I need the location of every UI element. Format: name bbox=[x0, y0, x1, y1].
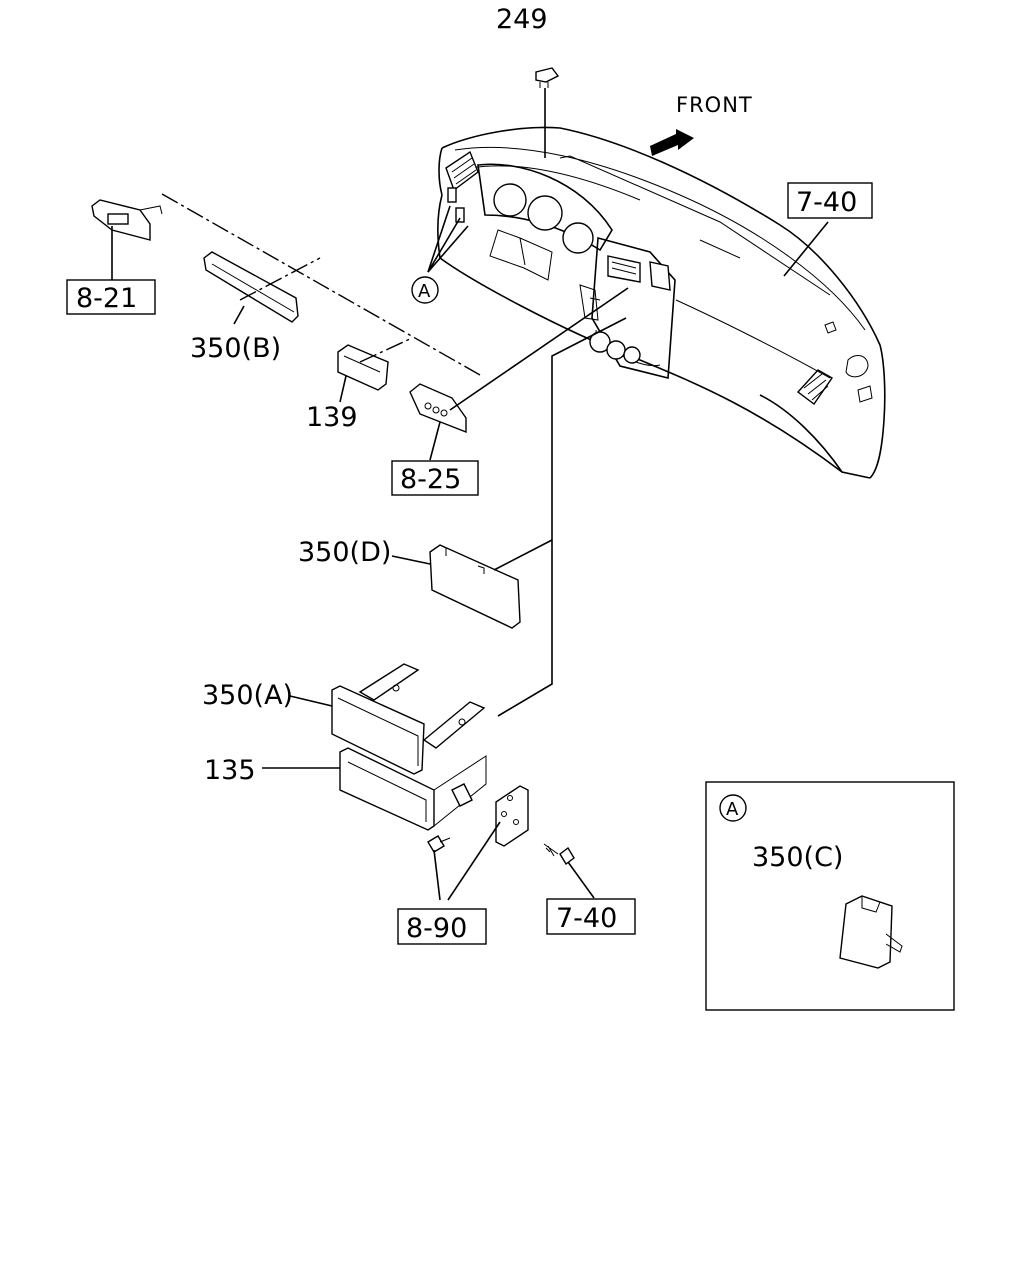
callout-box-7-40-bottom bbox=[546, 898, 636, 935]
callout-box-7-40-top bbox=[787, 182, 873, 219]
view-marker-label: A bbox=[418, 281, 431, 302]
leader-lines bbox=[111, 193, 845, 931]
front-direction-label: FRONT bbox=[676, 93, 753, 117]
part-350a-drawing bbox=[331, 663, 486, 775]
instrument-panel-drawing bbox=[437, 126, 886, 479]
callout-350a: 350(A) bbox=[202, 680, 293, 711]
part-8-21-drawing bbox=[91, 199, 163, 241]
part-135-drawing bbox=[339, 747, 529, 847]
view-marker-circle bbox=[411, 276, 439, 304]
screw-7-40-drawing bbox=[543, 843, 575, 866]
part-249-drawing bbox=[535, 67, 560, 88]
callout-350d: 350(D) bbox=[298, 537, 391, 568]
detail-view-a: A 350(C) bbox=[705, 781, 955, 1011]
callout-350b: 350(B) bbox=[190, 333, 281, 364]
callout-350c: 350(C) bbox=[752, 842, 843, 873]
callout-7-40-top: 7-40 bbox=[796, 187, 857, 218]
detail-view-frame bbox=[705, 781, 955, 1011]
screw-8-90-drawing bbox=[427, 835, 451, 853]
callout-7-40-bottom: 7-40 bbox=[556, 903, 617, 934]
detail-view-marker-label: A bbox=[726, 799, 739, 820]
callout-box-8-21 bbox=[66, 279, 156, 315]
callout-8-90: 8-90 bbox=[406, 913, 467, 944]
part-139-drawing bbox=[337, 344, 389, 391]
front-arrow-icon bbox=[650, 129, 694, 156]
callout-139: 139 bbox=[306, 402, 358, 433]
callout-135: 135 bbox=[204, 755, 256, 786]
callout-8-21: 8-21 bbox=[76, 283, 137, 314]
callout-249: 249 bbox=[496, 4, 548, 35]
part-8-25-drawing bbox=[409, 383, 467, 434]
part-350b-drawing bbox=[203, 251, 299, 323]
part-350c-drawing bbox=[839, 895, 903, 969]
part-350d-drawing bbox=[429, 544, 521, 629]
callout-8-25: 8-25 bbox=[400, 464, 461, 495]
callout-box-8-25 bbox=[391, 460, 479, 496]
callout-box-8-90 bbox=[397, 908, 487, 945]
detail-view-marker-circle bbox=[719, 794, 747, 822]
